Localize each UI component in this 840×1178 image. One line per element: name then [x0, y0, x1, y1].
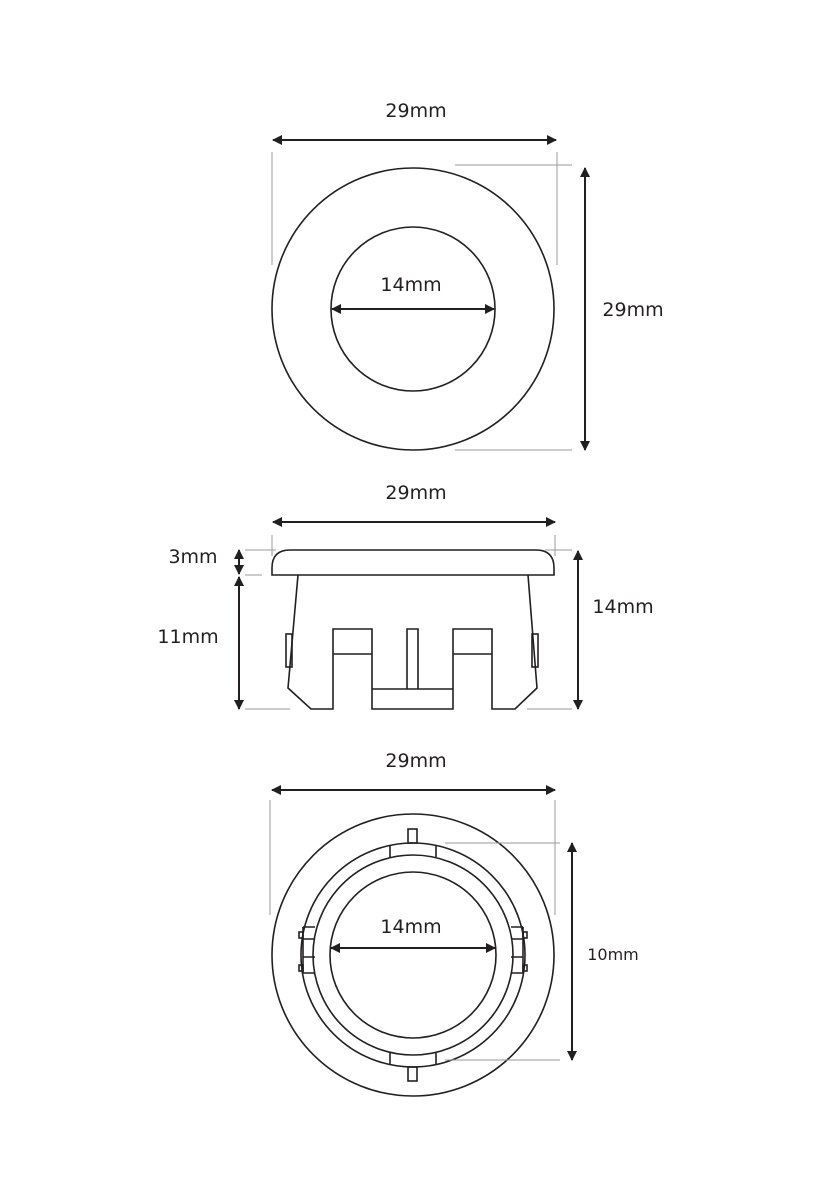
left-clip — [302, 926, 315, 974]
height-label: 29mm — [602, 299, 663, 321]
side-clip — [531, 633, 539, 668]
side-clip — [285, 633, 293, 668]
center-post — [372, 628, 453, 690]
inner-label: 14mm — [380, 274, 441, 296]
clip-ring-inner — [312, 854, 514, 1056]
width-label: 29mm — [385, 100, 446, 122]
side-view: 29mm 3mm 11mm 14mm — [157, 482, 654, 710]
cap — [271, 549, 555, 576]
width-label: 29mm — [385, 750, 446, 772]
width-label: 29mm — [385, 482, 446, 504]
height-label: 10mm — [587, 945, 639, 964]
clip-nub — [522, 931, 528, 939]
inner-hole — [329, 871, 497, 1039]
bottom-tab — [407, 1066, 418, 1082]
clip-ring-outer — [300, 842, 526, 1068]
clip-nub — [298, 931, 304, 939]
outer-rim — [271, 167, 555, 451]
inner-label: 14mm — [380, 916, 441, 938]
clip-nub — [298, 964, 304, 972]
cap-label: 3mm — [168, 546, 217, 568]
outer-rim — [271, 813, 555, 1097]
body — [287, 574, 538, 710]
bottom-view: 29mm 14mm 10mm — [269, 750, 639, 1097]
right-clip — [511, 926, 524, 974]
total-height-label: 14mm — [592, 596, 653, 618]
top-view: 29mm 29mm 14mm — [271, 100, 664, 451]
ring-segments — [389, 845, 437, 1065]
top-tab — [407, 828, 418, 844]
clip-nub — [522, 964, 528, 972]
body-label: 11mm — [157, 626, 218, 648]
